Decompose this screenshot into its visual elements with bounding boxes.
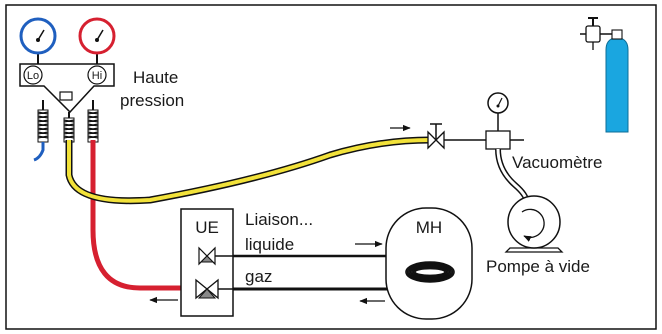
low-pressure-gauge xyxy=(19,17,57,64)
coil-loop xyxy=(411,265,449,279)
spring-icon xyxy=(37,111,49,139)
gauge-hi-label: Hi xyxy=(92,70,102,82)
charge-hose-outline xyxy=(65,136,431,205)
coil-loop xyxy=(405,261,455,283)
mh-label: MH xyxy=(416,218,442,237)
high-pressure-gauge xyxy=(78,17,116,64)
coil-loop xyxy=(406,262,454,282)
ue-label: UE xyxy=(195,218,219,237)
diagram-frame xyxy=(5,4,657,330)
mh-coil xyxy=(405,261,455,283)
gaz-label: gaz xyxy=(245,267,272,286)
vacuum-pump xyxy=(504,195,564,253)
low-valve-knob[interactable] xyxy=(23,65,43,85)
gauge-lo-label: Lo xyxy=(27,70,39,82)
coil-loop xyxy=(408,263,452,281)
spring-icon xyxy=(63,119,75,139)
charge-valve[interactable] xyxy=(427,123,445,150)
pompe-label: Pompe à vide xyxy=(486,257,590,276)
liquid-service-valve[interactable] xyxy=(198,246,233,266)
low-side-hose-stub xyxy=(33,142,45,162)
pressure-regulator xyxy=(580,17,612,50)
vacuometre-label: Vacuomètre xyxy=(512,153,602,172)
coil-loop xyxy=(412,266,448,278)
nitrogen-bottle xyxy=(605,29,629,133)
liaison-label: Liaison... xyxy=(245,210,313,229)
coil-loop xyxy=(414,267,446,277)
high-valve-knob[interactable] xyxy=(87,65,107,85)
vacuum-gauge xyxy=(485,92,524,150)
rotation-arrow-icon xyxy=(521,208,545,242)
coil-loop xyxy=(409,264,451,280)
liquide-label: liquide xyxy=(245,235,294,254)
haute-pression-label-line1: Haute xyxy=(133,68,178,87)
manifold: Lo Hi xyxy=(19,17,116,118)
charge-hose xyxy=(67,138,431,203)
gas-service-valve[interactable] xyxy=(195,278,233,300)
haute-pression-label-line2: pression xyxy=(120,91,184,110)
spring-icon xyxy=(87,111,99,139)
high-side-hose xyxy=(90,140,196,291)
